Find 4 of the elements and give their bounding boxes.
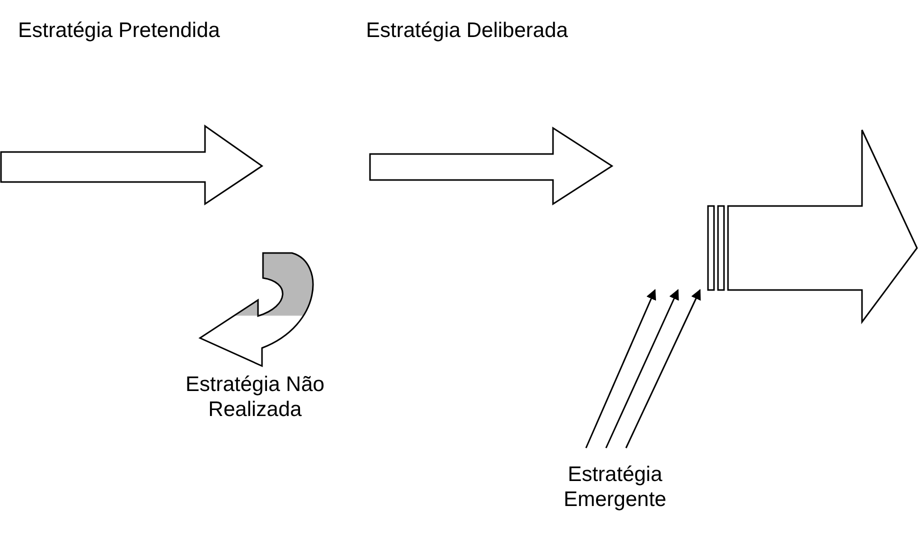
strategy-label: Estratégia Pretendida [18,18,221,43]
strategy-label: Estratégia Não Realizada [184,372,326,422]
strategy-label: Estratégia Emergente [562,462,668,512]
strategy-label: Estratégia Deliberada [366,18,569,43]
